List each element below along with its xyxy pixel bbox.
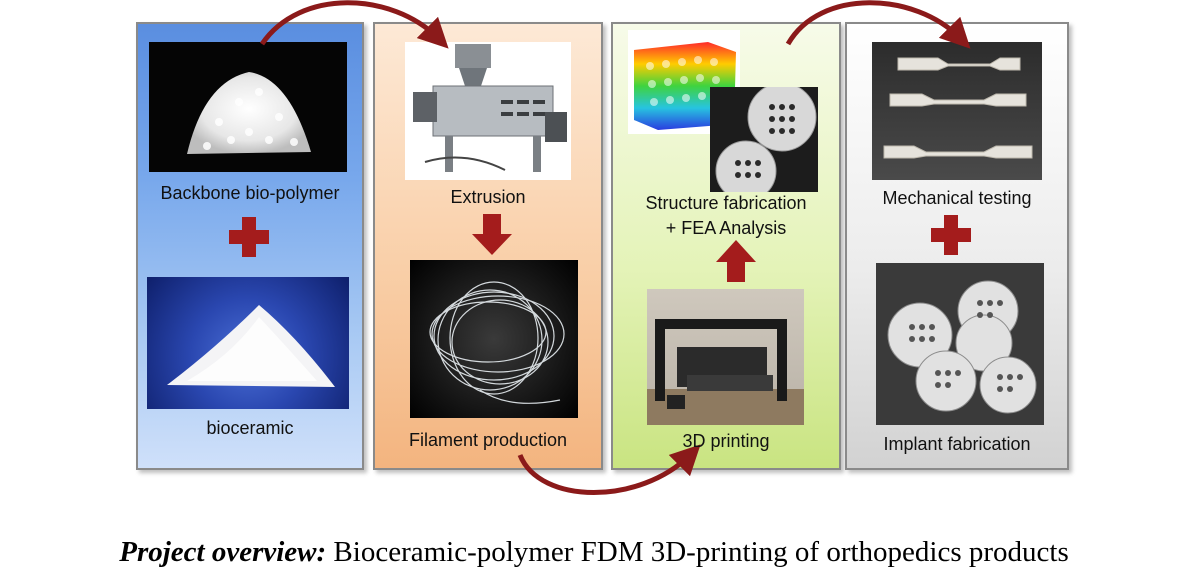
plus-icon-2 [931, 215, 971, 255]
label-structure-line1: Structure fabrication [645, 193, 807, 213]
down-arrow [472, 214, 512, 255]
caption-text: Bioceramic-polymer FDM 3D-printing of or… [326, 536, 1069, 568]
biopolymer-pellets-photo [149, 42, 347, 172]
label-structure-line2: + FEA Analysis [665, 218, 787, 238]
tensile-specimens-photo [872, 42, 1042, 180]
3d-printer-photo [647, 289, 804, 425]
curved-arrow-1 [259, 0, 449, 49]
bioceramic-powder-photo [147, 277, 349, 409]
implants-photo [876, 263, 1044, 425]
label-filament: Filament production [408, 430, 568, 450]
label-extrusion: Extrusion [450, 187, 526, 207]
extruder-photo [405, 42, 571, 180]
figure-caption: Project overview: Bioceramic-polymer FDM… [0, 536, 1188, 569]
label-bioceramic: bioceramic [206, 418, 294, 438]
plus-icon-1 [229, 217, 269, 257]
label-implant: Implant fabrication [883, 434, 1031, 454]
up-arrow [716, 240, 756, 282]
filament-photo [410, 260, 578, 418]
label-mechanical: Mechanical testing [882, 188, 1032, 208]
printed-discs-photo [710, 87, 818, 192]
label-biopolymer: Backbone bio-polymer [160, 183, 340, 203]
caption-lead: Project overview: [119, 536, 327, 568]
label-3d-printing: 3D printing [682, 431, 770, 451]
curved-arrow-3 [785, 0, 971, 49]
curved-arrow-2 [517, 444, 701, 495]
